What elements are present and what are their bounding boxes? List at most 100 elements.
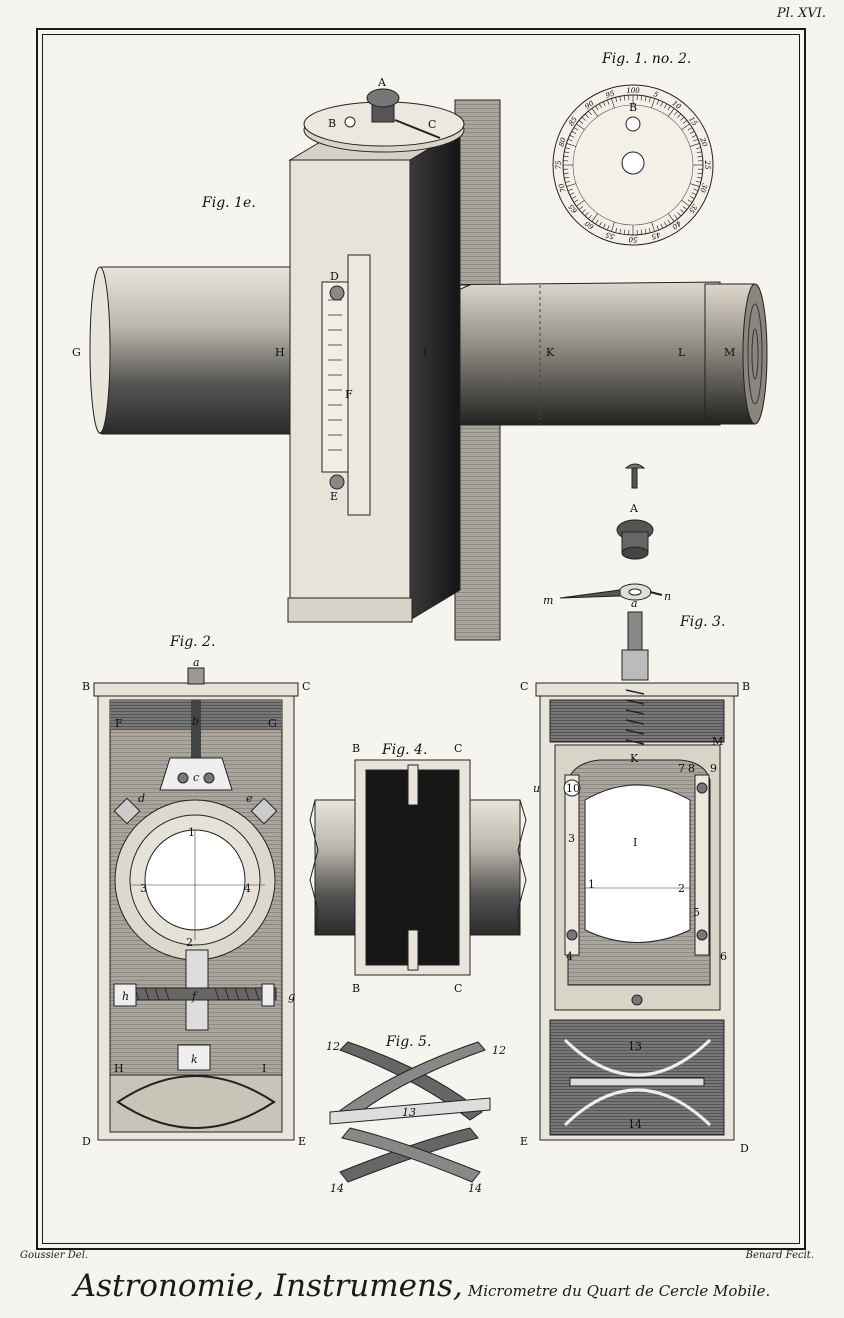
label-A-parts: A [629, 502, 639, 515]
dial-tick [640, 95, 643, 101]
label-h-fig2: h [122, 990, 129, 1003]
label-1-fig2: 1 [188, 826, 195, 839]
dial-tick [595, 105, 599, 111]
dial-tick [564, 151, 570, 154]
dial-tick [680, 116, 685, 121]
dial-tick [615, 227, 618, 233]
dial-number: 30 [698, 182, 709, 193]
dial-tick [667, 108, 675, 117]
dial-tick [588, 110, 592, 116]
label-C-fig4-top: C [454, 742, 462, 755]
label-G-fig2: G [268, 717, 277, 730]
fig3-title: Fig. 3. [679, 614, 725, 630]
label-9-fig3: 9 [710, 762, 717, 775]
fig4-section [309, 759, 527, 976]
dial-tick [693, 138, 699, 142]
dial-tick [648, 227, 651, 233]
label-6-fig3: 6 [720, 950, 727, 963]
label-B-fig3: B [742, 680, 750, 693]
label-2-fig3: 2 [678, 882, 685, 895]
dial-tick [623, 95, 626, 101]
label-I-fig3: I [633, 836, 637, 849]
label-C-fig2: C [302, 680, 310, 693]
dial-tick [697, 155, 703, 158]
fig5-title: Fig. 5. [385, 1034, 431, 1050]
label-G-fig1: G [72, 346, 81, 359]
dial-number: 20 [698, 136, 709, 148]
dial-tick [667, 213, 675, 222]
label-C-dial: C [428, 118, 436, 131]
dial-tick [571, 130, 577, 134]
dial-tick [591, 108, 599, 117]
label-C-fig3: C [520, 680, 528, 693]
dial-tick [602, 101, 606, 107]
fig5-springs [329, 1041, 491, 1183]
dial-tick [567, 188, 573, 192]
plate-title: Astronomie, Instrumens, Micrometre du Qu… [0, 1268, 844, 1304]
dial-tick [571, 196, 577, 200]
label-M-fig3: M [712, 735, 723, 748]
dial-tick [578, 120, 584, 124]
dial-number: 95 [605, 89, 616, 100]
dial-tick [644, 96, 647, 102]
dial-tick [697, 172, 703, 175]
dial-tick [619, 228, 622, 234]
dial-tick [581, 116, 586, 121]
dial-tick [689, 130, 695, 134]
label-3-fig3: 3 [568, 832, 575, 845]
dial-tick [664, 221, 668, 227]
dial-tick [576, 199, 585, 207]
label-D-fig2: D [82, 1135, 91, 1148]
dial-tick [656, 99, 660, 105]
label-13-fig5: 13 [402, 1106, 416, 1119]
label-K-fig1: K [546, 346, 555, 359]
dial-tick [674, 214, 678, 220]
fig3-interior [535, 611, 739, 1141]
label-H-fig2: H [114, 1062, 124, 1075]
label-u-fig3: u [533, 782, 540, 795]
dial-number: 80 [557, 136, 568, 147]
dial-tick [691, 192, 697, 196]
dial-tick [573, 199, 579, 203]
dial-tick [573, 127, 579, 131]
label-C-fig4-bottom: C [454, 982, 462, 995]
dial-tick [648, 97, 651, 103]
fig2-title: Fig. 2. [169, 634, 215, 650]
label-k-fig2: k [191, 1053, 198, 1066]
label-K-fig3: K [630, 752, 639, 765]
dial-tick [687, 127, 693, 131]
dial-number: 50 [628, 235, 637, 243]
label-12-right: 12 [492, 1044, 506, 1057]
dial-tick [687, 199, 693, 203]
dial-tick [588, 214, 592, 220]
dial-tick [677, 113, 682, 118]
dial-tick [602, 223, 606, 229]
dial-tick [696, 176, 702, 179]
dial-tick [584, 113, 589, 118]
dial-tick [651, 221, 655, 232]
fig2-interior [93, 667, 299, 1141]
dial-tick [651, 98, 655, 109]
label-12-left: 12 [326, 1040, 340, 1053]
dial-tick [696, 151, 702, 154]
dial-tick [563, 155, 569, 158]
dial-tick [667, 105, 671, 111]
plate-number: Pl. XVI. [776, 6, 826, 21]
label-8-fig3: 8 [688, 762, 695, 775]
loose-parts [559, 463, 663, 601]
dial-number: 5 [653, 90, 660, 99]
label-a-fig2: a [193, 656, 200, 669]
dial-tick [656, 225, 660, 231]
fig1-no2-title: Fig. 1. no. 2. [601, 51, 691, 67]
label-B-fig4-top: B [352, 742, 360, 755]
label-m: m [543, 594, 553, 607]
label-5-fig3: 5 [693, 906, 700, 919]
dial-tick [693, 188, 699, 192]
label-D-fig1: D [330, 270, 339, 283]
label-d-fig2: d [138, 792, 145, 805]
dial-tick [677, 212, 682, 217]
dial-tick [695, 147, 701, 150]
dial-tick [689, 143, 700, 147]
